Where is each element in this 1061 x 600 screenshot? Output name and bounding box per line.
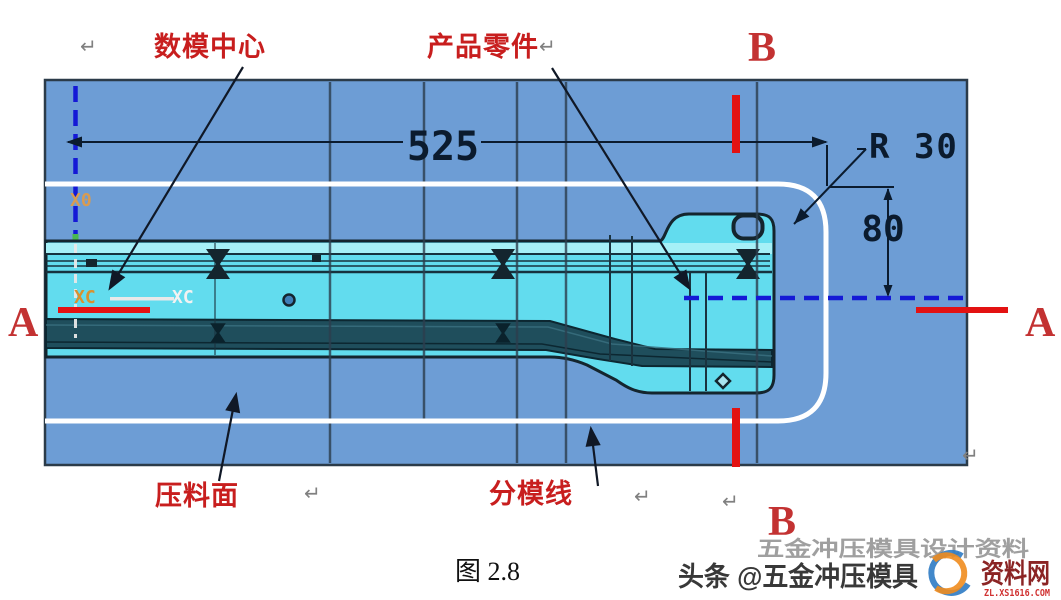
flange-shadow-line xyxy=(45,341,773,363)
callout-model-center: 数模中心 xyxy=(154,32,266,62)
part-top-strip xyxy=(46,243,772,254)
xc-marker-white: XC xyxy=(172,287,194,308)
pilcrow-mark: ↵ xyxy=(80,34,97,58)
product-part-arrow xyxy=(673,269,691,291)
reference-grid-lines xyxy=(328,82,759,463)
section-a-bar-left xyxy=(58,307,150,313)
binder-surface-arrow xyxy=(225,391,241,414)
flange-highlight xyxy=(45,324,773,357)
pilcrow-mark: ↵ xyxy=(304,481,321,505)
weld-clusters xyxy=(86,249,760,343)
part-hole xyxy=(282,293,296,307)
xc-underline xyxy=(110,297,174,301)
center-markers: X0 XC XC xyxy=(70,190,194,338)
section-letter-b-top: B xyxy=(748,25,776,71)
slot-hole xyxy=(731,213,765,241)
part-joint-lines xyxy=(214,235,707,391)
section-a-bar-right xyxy=(916,307,1008,313)
callout-parting-line: 分模线 xyxy=(489,479,573,509)
section-letter-a-left: A xyxy=(8,300,39,346)
section-letter-b-bottom: B xyxy=(768,499,796,545)
section-cut-bars xyxy=(58,95,1008,467)
watermark-site-name: 资料网 xyxy=(981,559,1050,589)
center-line-green-tick xyxy=(72,234,79,241)
pilcrow-mark: ↵ xyxy=(722,489,739,513)
callout-binder-surface: 压料面 xyxy=(155,481,239,511)
section-b-bar-top xyxy=(732,95,740,153)
dimension-80: 80 xyxy=(830,186,905,297)
x0-marker-label: X0 xyxy=(70,190,92,211)
xc-marker-orange: XC xyxy=(74,287,96,308)
dim-height-value: 80 xyxy=(861,209,904,250)
dim-radius-value: R 30 xyxy=(869,127,959,167)
binder-surface-outline xyxy=(45,181,829,424)
model-center-arrow xyxy=(108,269,126,291)
section-b-bar-bottom xyxy=(732,408,740,467)
watermark-line-bottom: 头条 @五金冲压模具 xyxy=(678,561,918,592)
watermark-logo-swirl xyxy=(928,549,971,596)
pilcrow-mark: ↵ xyxy=(962,443,979,467)
paragraph-marks: ↵ ↵ ↵ ↵ ↵ ↵ xyxy=(80,34,979,513)
diamond-hole xyxy=(714,372,732,390)
watermark-line-top: 五金冲压模具设计资料 xyxy=(757,537,1029,561)
section-letter-a-right: A xyxy=(1025,300,1056,346)
pilcrow-mark: ↵ xyxy=(539,34,556,58)
pilcrow-mark: ↵ xyxy=(634,484,651,508)
product-part-geometry xyxy=(44,212,776,395)
watermark: 五金冲压模具设计资料 头条 @五金冲压模具 资料网 ZL.XS1616.COM xyxy=(678,537,1050,599)
flange-lines xyxy=(46,253,772,274)
figure-caption: 图 2.8 xyxy=(455,557,520,586)
watermark-site-url: ZL.XS1616.COM xyxy=(984,588,1050,599)
dimension-r30: R 30 xyxy=(793,127,959,225)
dim-length-value: 525 xyxy=(407,124,479,170)
callout-product-part: 产品零件 xyxy=(427,32,539,62)
dimension-525: 525 xyxy=(66,124,828,186)
callout-leaders xyxy=(108,66,691,487)
model-center-line xyxy=(72,86,79,241)
parting-line-arrow xyxy=(585,425,601,447)
